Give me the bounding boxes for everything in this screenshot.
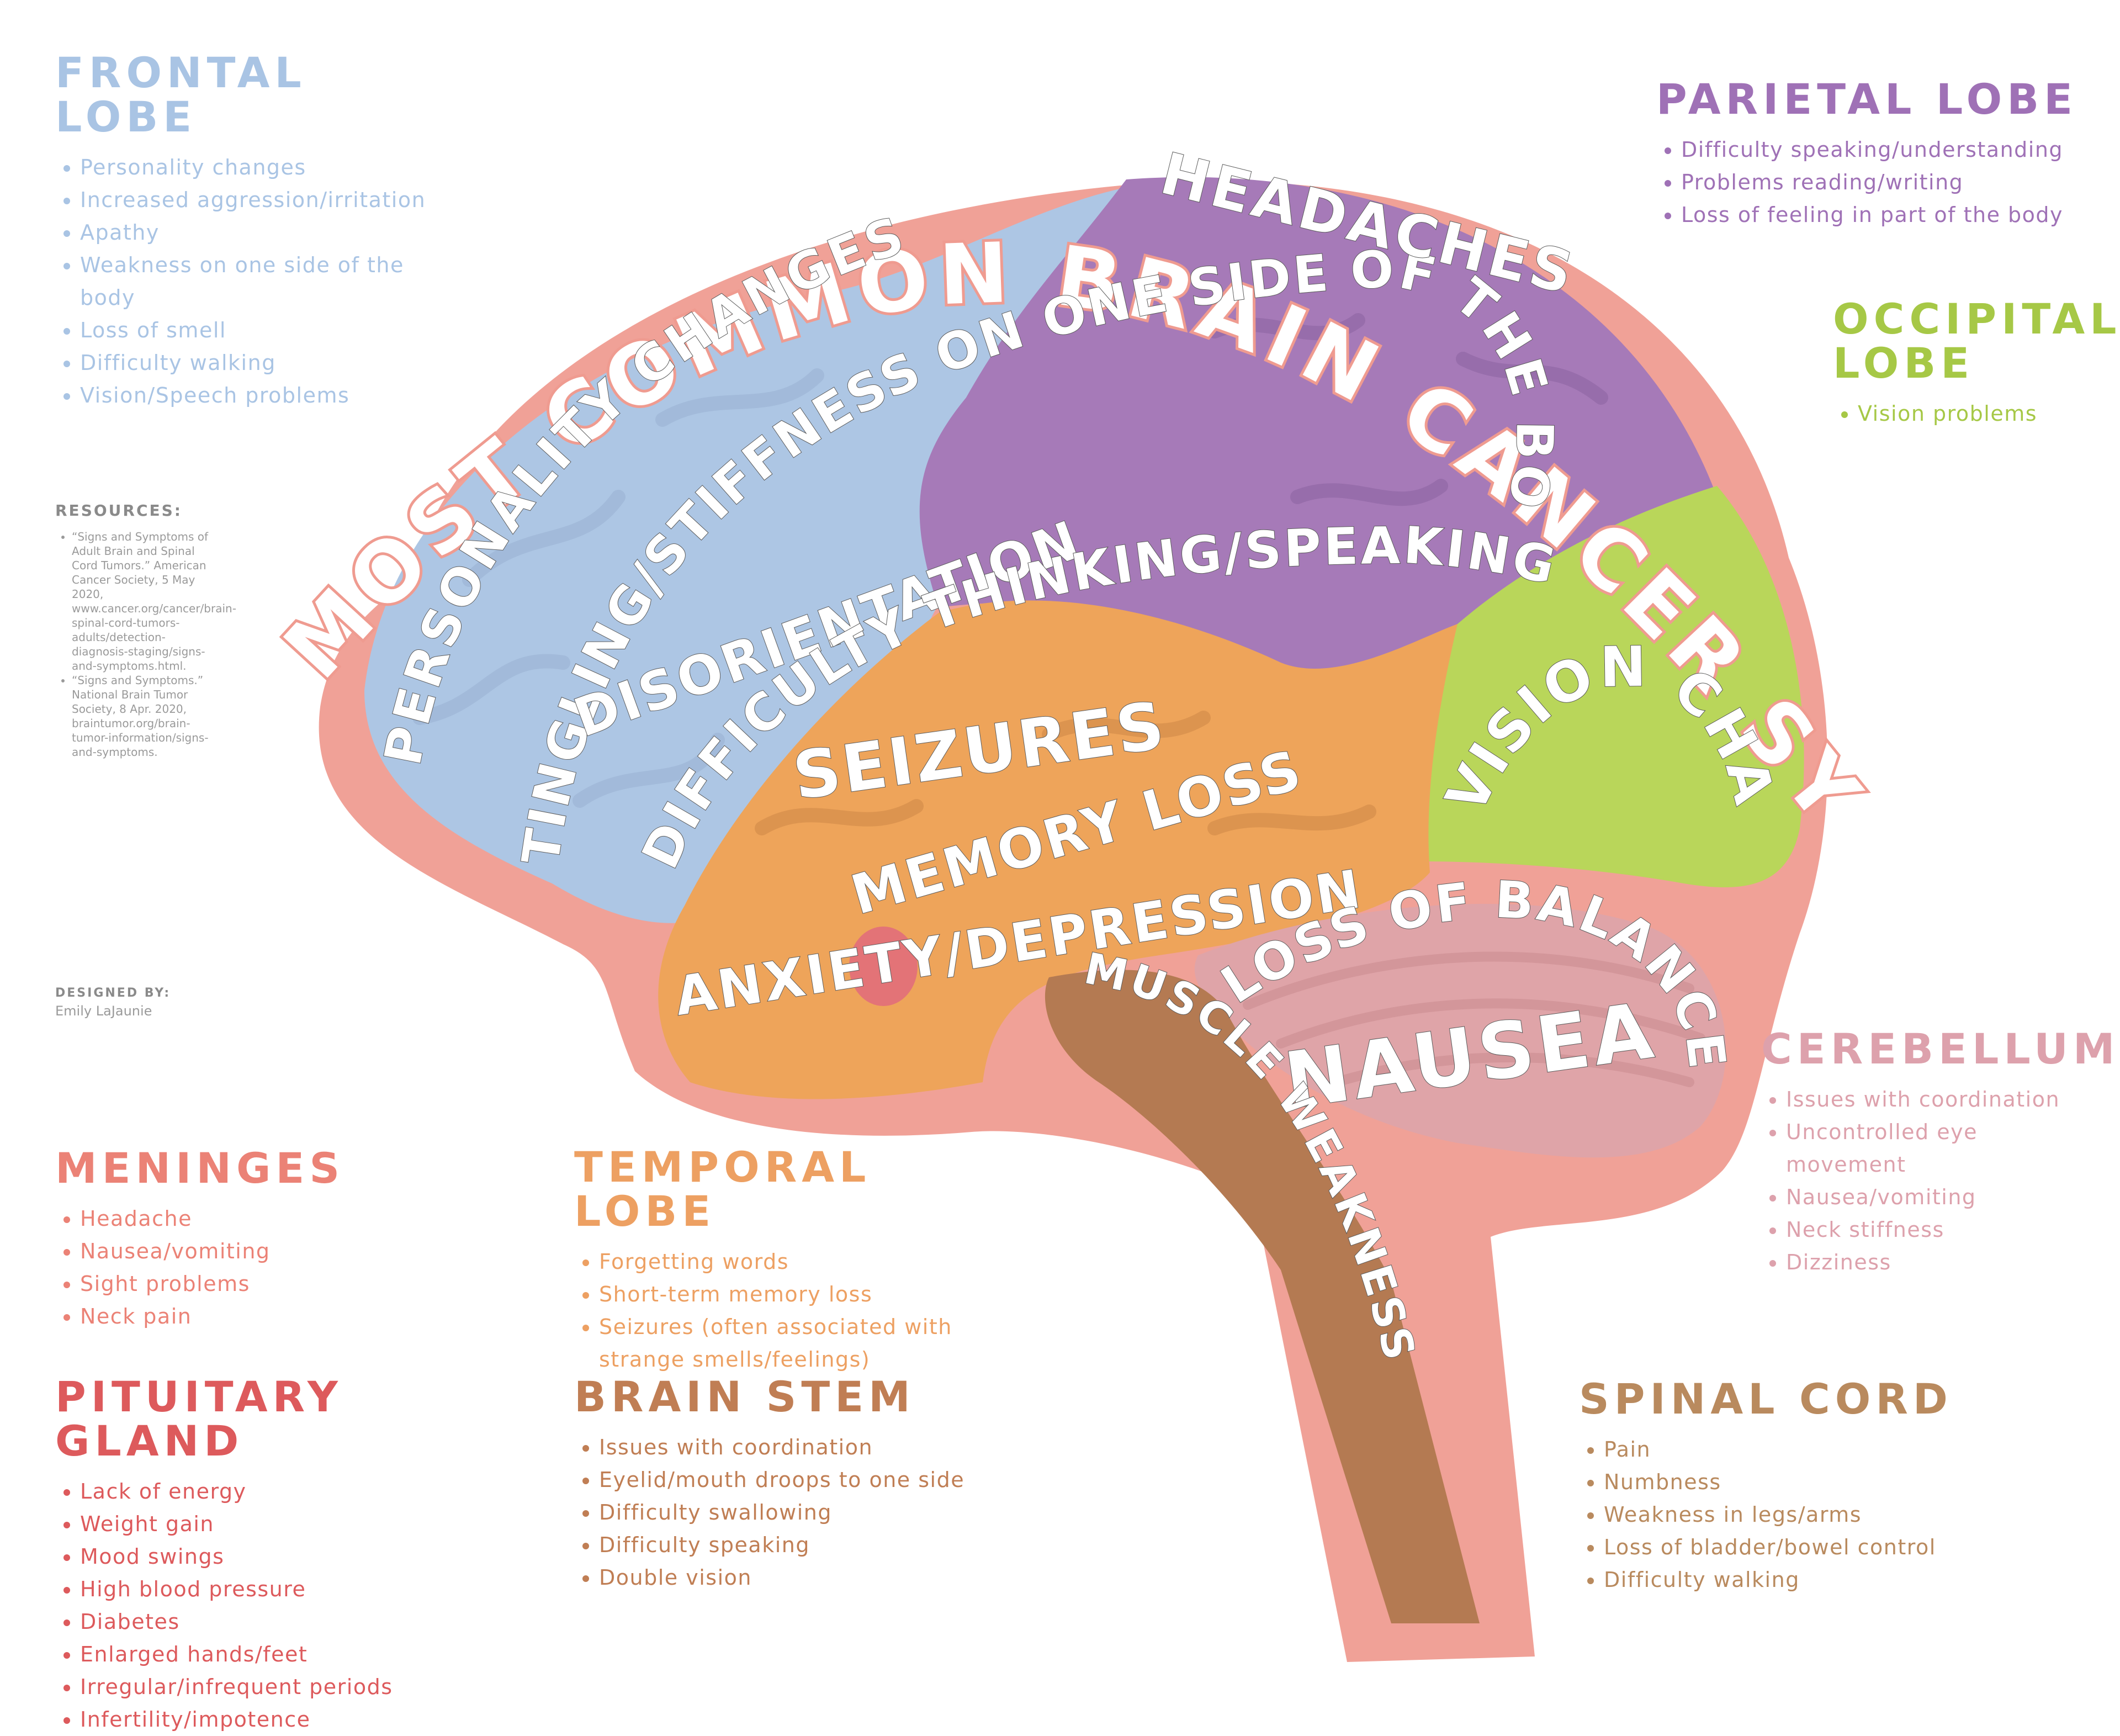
frontal-lobe-title: FRONTAL LOBE xyxy=(55,48,306,141)
list-item: Apathy xyxy=(80,216,453,249)
resources: RESOURCES: “Signs and Symptoms of Adult … xyxy=(55,501,236,759)
list-item: Infertility/impotence xyxy=(80,1703,508,1736)
list-item: Double vision xyxy=(599,1562,1027,1594)
meninges-title: MENINGES xyxy=(55,1144,345,1193)
frontal-lobe xyxy=(364,182,1159,923)
resources-title: RESOURCES: xyxy=(55,501,182,520)
pituitary-gland-list: Lack of energyWeight gainMood swingsHigh… xyxy=(55,1475,508,1736)
parietal-lobe xyxy=(919,177,1717,675)
list-item: Short-term memory loss xyxy=(599,1278,1016,1311)
list-item: Personality changes xyxy=(80,151,453,184)
list-item: Sight problems xyxy=(80,1268,442,1300)
parietal-lobe-title: PARIETAL LOBE xyxy=(1656,75,2078,124)
meninges-panel: MENINGES HeadacheNausea/vomitingSight pr… xyxy=(55,1146,442,1333)
frontal-lobe-list: Personality changesIncreased aggression/… xyxy=(55,151,453,412)
designer-name: Emily LaJaunie xyxy=(55,1003,152,1019)
list-item: Irregular/infrequent periods xyxy=(80,1671,508,1703)
spinal-cord-panel: SPINAL CORD PainNumbnessWeakness in legs… xyxy=(1579,1377,2021,1596)
occipital-lobe-panel: OCCIPITAL LOBE Vision problems xyxy=(1833,294,2120,430)
brain-stem-title: BRAIN STEM xyxy=(574,1372,915,1421)
list-item: Issues with coordination xyxy=(1786,1083,2103,1116)
list-item: Difficulty speaking/understanding xyxy=(1681,134,2087,166)
list-item: Seizures (often associated with strange … xyxy=(599,1311,1016,1376)
brain-illustration: MOST COMMON BRAIN CANCER SYMPTOMS PERSON… xyxy=(0,0,1877,1663)
list-item: Pain xyxy=(1604,1433,2021,1466)
list-item: Forgetting words xyxy=(599,1246,1016,1278)
list-item: Headache xyxy=(80,1203,442,1235)
list-item: Diabetes xyxy=(80,1606,508,1638)
list-item: Vision/Speech problems xyxy=(80,379,453,412)
list-item: Neck stiffness xyxy=(1786,1214,2103,1246)
cerebellum-title: CEREBELLUM xyxy=(1761,1024,2120,1073)
spinal-cord-list: PainNumbnessWeakness in legs/armsLoss of… xyxy=(1579,1433,2021,1596)
meninges-list: HeadacheNausea/vomitingSight problemsNec… xyxy=(55,1203,442,1333)
parietal-lobe-panel: PARIETAL LOBE Difficulty speaking/unders… xyxy=(1656,77,2087,231)
list-item: Vision problems xyxy=(1858,398,2087,430)
spinal-cord-title: SPINAL CORD xyxy=(1579,1374,1953,1423)
list-item: Difficulty swallowing xyxy=(599,1496,1027,1529)
list-item: “Signs and Symptoms of Adult Brain and S… xyxy=(72,530,236,673)
brain-stem-panel: BRAIN STEM Issues with coordinationEyeli… xyxy=(574,1375,1027,1594)
list-item: “Signs and Symptoms.” National Brain Tum… xyxy=(72,673,215,759)
list-item: Uncontrolled eye movement xyxy=(1786,1116,2103,1181)
list-item: Nausea/vomiting xyxy=(80,1235,442,1268)
list-item: Dizziness xyxy=(1786,1246,2103,1279)
temporal-gyri xyxy=(755,711,1376,835)
brain-stem-list: Issues with coordinationEyelid/mouth dro… xyxy=(574,1431,1027,1594)
list-item: Increased aggression/irritation xyxy=(80,184,453,216)
occipital-lobe xyxy=(1411,486,1804,887)
parietal-lobe-list: Difficulty speaking/understandingProblem… xyxy=(1656,134,2087,231)
frontal-lobe-panel: FRONTAL LOBE Personality changesIncrease… xyxy=(55,51,453,412)
list-item: Mood swings xyxy=(80,1541,508,1573)
list-item: Weakness in legs/arms xyxy=(1604,1499,2021,1531)
cerebellum-list: Issues with coordinationUncontrolled eye… xyxy=(1761,1083,2103,1279)
infographic: MOST COMMON BRAIN CANCER SYMPTOMS PERSON… xyxy=(0,0,2120,1696)
list-item: Difficulty walking xyxy=(80,347,453,379)
list-item: High blood pressure xyxy=(80,1573,508,1606)
resources-list: “Signs and Symptoms of Adult Brain and S… xyxy=(55,530,236,759)
brain-stem xyxy=(1045,970,1480,1623)
list-item: Weight gain xyxy=(80,1508,508,1541)
list-item: Loss of smell xyxy=(80,314,453,347)
temporal-lobe-title: TEMPORAL LOBE xyxy=(574,1142,871,1236)
pituitary-gland-panel: PITUITARY GLAND Lack of energyWeight gai… xyxy=(55,1375,508,1736)
frontal-gyri xyxy=(412,368,824,808)
temporal-lobe-panel: TEMPORAL LOBE Forgetting wordsShort-term… xyxy=(574,1145,1016,1376)
credit-title: DESIGNED BY: xyxy=(55,986,171,1000)
parietal-gyri xyxy=(1207,313,1608,506)
pituitary-gland-title: PITUITARY GLAND xyxy=(55,1372,343,1465)
cerebellum xyxy=(1194,903,1726,1158)
list-item: Lack of energy xyxy=(80,1475,508,1508)
occipital-lobe-list: Vision problems xyxy=(1833,398,2087,430)
list-item: Problems reading/writing xyxy=(1681,166,2087,199)
list-item: Difficulty walking xyxy=(1604,1564,2021,1596)
pituitary-gland xyxy=(849,927,918,1006)
temporal-lobe-list: Forgetting wordsShort-term memory lossSe… xyxy=(574,1246,1016,1376)
cerebellum-panel: CEREBELLUM Issues with coordinationUncon… xyxy=(1761,1024,2120,1279)
cerebellum-folds xyxy=(1243,951,1705,1087)
designer-credit: DESIGNED BY: Emily LaJaunie xyxy=(55,986,171,1019)
list-item: Nausea/vomiting xyxy=(1786,1181,2103,1214)
list-item: Neck pain xyxy=(80,1300,442,1333)
list-item: Enlarged hands/feet xyxy=(80,1638,508,1671)
list-item: Loss of feeling in part of the body xyxy=(1681,199,2087,231)
list-item: Loss of bladder/bowel control xyxy=(1604,1531,2021,1564)
list-item: Eyelid/mouth droops to one side xyxy=(599,1464,1027,1496)
list-item: Difficulty speaking xyxy=(599,1529,1027,1562)
list-item: Issues with coordination xyxy=(599,1431,1027,1464)
list-item: Numbness xyxy=(1604,1466,2021,1499)
occipital-lobe-title: OCCIPITAL LOBE xyxy=(1833,294,2120,388)
list-item: Weakness on one side of the body xyxy=(80,249,453,314)
